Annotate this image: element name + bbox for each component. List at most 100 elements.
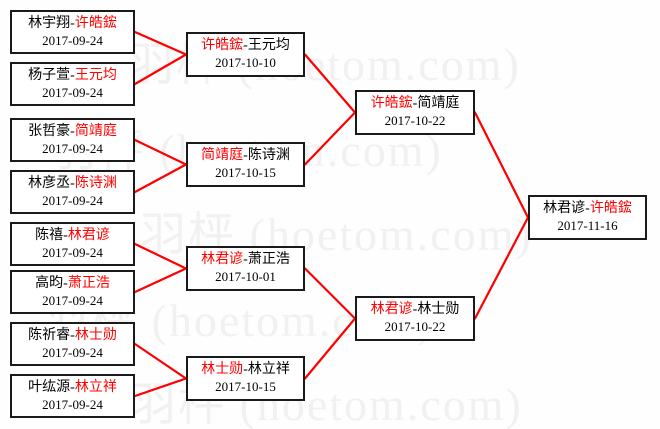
player-left: 张哲豪	[28, 123, 71, 139]
player-left: 简靖庭	[201, 148, 244, 164]
match-date: 2017-09-24	[42, 244, 103, 260]
player-left: 林君谚	[370, 302, 413, 318]
match-date: 2017-09-24	[42, 84, 103, 100]
match-date: 2017-09-24	[42, 344, 103, 360]
player-left: 陈祈睿	[28, 327, 71, 343]
player-right: 林士勋	[417, 302, 460, 318]
player-separator: -	[585, 201, 590, 217]
match-date: 2017-10-15	[215, 165, 276, 181]
match-players: 林君谚-林士勋	[371, 302, 460, 318]
player-left: 林彦丞	[28, 175, 71, 191]
match-date: 2017-09-24	[42, 32, 103, 48]
player-right: 林立祥	[247, 362, 290, 378]
player-left: 林君谚	[543, 201, 586, 217]
player-separator: -	[70, 67, 75, 83]
player-left: 林士勋	[201, 362, 244, 378]
match-date: 2017-10-22	[384, 113, 446, 129]
player-separator: -	[63, 275, 68, 291]
player-left: 叶纮源	[28, 379, 71, 395]
player-right: 萧正浩	[247, 252, 290, 268]
match-players: 林君谚-萧正浩	[201, 252, 290, 268]
player-right: 简靖庭	[417, 96, 460, 112]
player-separator: -	[243, 252, 248, 268]
player-left: 高昀	[35, 275, 64, 291]
player-right: 陈诗渊	[247, 148, 290, 164]
match-date: 2017-11-16	[557, 218, 618, 234]
match-players: 许皓鋐-王元均	[201, 38, 290, 54]
player-right: 陈诗渊	[74, 175, 117, 191]
player-right: 林君谚	[67, 227, 110, 243]
match-players: 简靖庭-陈诗渊	[201, 148, 290, 164]
connector-line	[303, 53, 357, 114]
match-date: 2017-10-15	[215, 379, 276, 395]
player-separator: -	[70, 379, 75, 395]
connector-line	[133, 377, 188, 398]
match-players: 林君谚-许皓鋐	[543, 201, 632, 217]
player-right: 萧正浩	[67, 275, 110, 291]
player-separator: -	[243, 148, 248, 164]
player-left: 林宇翔	[28, 15, 71, 31]
match-date: 2017-09-24	[42, 140, 103, 156]
connector-line	[133, 53, 188, 86]
player-right: 王元均	[247, 38, 290, 54]
player-separator: -	[243, 362, 248, 378]
connector-line	[133, 138, 188, 166]
player-left: 杨子萱	[28, 67, 71, 83]
match-players: 张哲豪-简靖庭	[28, 124, 117, 140]
match-players: 林士勋-林立祥	[201, 362, 290, 378]
player-right: 简靖庭	[74, 123, 117, 139]
player-separator: -	[70, 15, 75, 31]
match-players: 许皓鋐-简靖庭	[371, 96, 460, 112]
match-date: 2017-10-10	[215, 55, 276, 71]
match-date: 2017-10-01	[215, 269, 276, 285]
match-players: 陈禧-林君谚	[35, 228, 110, 244]
player-separator: -	[412, 302, 418, 318]
connector-line	[133, 30, 188, 56]
player-separator: -	[63, 227, 68, 243]
match-date: 2017-09-24	[42, 396, 103, 412]
match-date: 2017-09-24	[42, 192, 103, 208]
player-separator: -	[70, 175, 75, 191]
player-separator: -	[243, 38, 248, 54]
match-players: 陈祈睿-林士勋	[28, 328, 117, 344]
player-right: 王元均	[74, 67, 117, 83]
player-left: 林君谚	[201, 252, 244, 268]
connector-line	[303, 267, 357, 320]
match-players: 林宇翔-许皓鋐	[28, 16, 117, 32]
connector-line	[303, 111, 357, 166]
player-separator: -	[70, 123, 75, 139]
player-right: 许皓鋐	[589, 201, 632, 217]
match-players: 杨子萱-王元均	[28, 68, 117, 84]
connector-line	[303, 317, 357, 380]
player-left: 陈禧	[35, 227, 64, 243]
connector-line	[133, 342, 188, 380]
connector-line	[133, 163, 188, 194]
connector-line	[133, 242, 188, 270]
player-separator: -	[70, 327, 75, 343]
match-date: 2017-09-24	[42, 292, 103, 308]
player-right: 林士勋	[74, 327, 117, 343]
player-left: 许皓鋐	[201, 38, 244, 54]
match-players: 高昀-萧正浩	[35, 276, 110, 292]
connector-line	[133, 267, 188, 294]
connector-line	[473, 111, 530, 219]
match-players: 叶纮源-林立祥	[28, 380, 117, 396]
connector-line	[473, 216, 530, 320]
match-players: 林彦丞-陈诗渊	[28, 176, 117, 192]
